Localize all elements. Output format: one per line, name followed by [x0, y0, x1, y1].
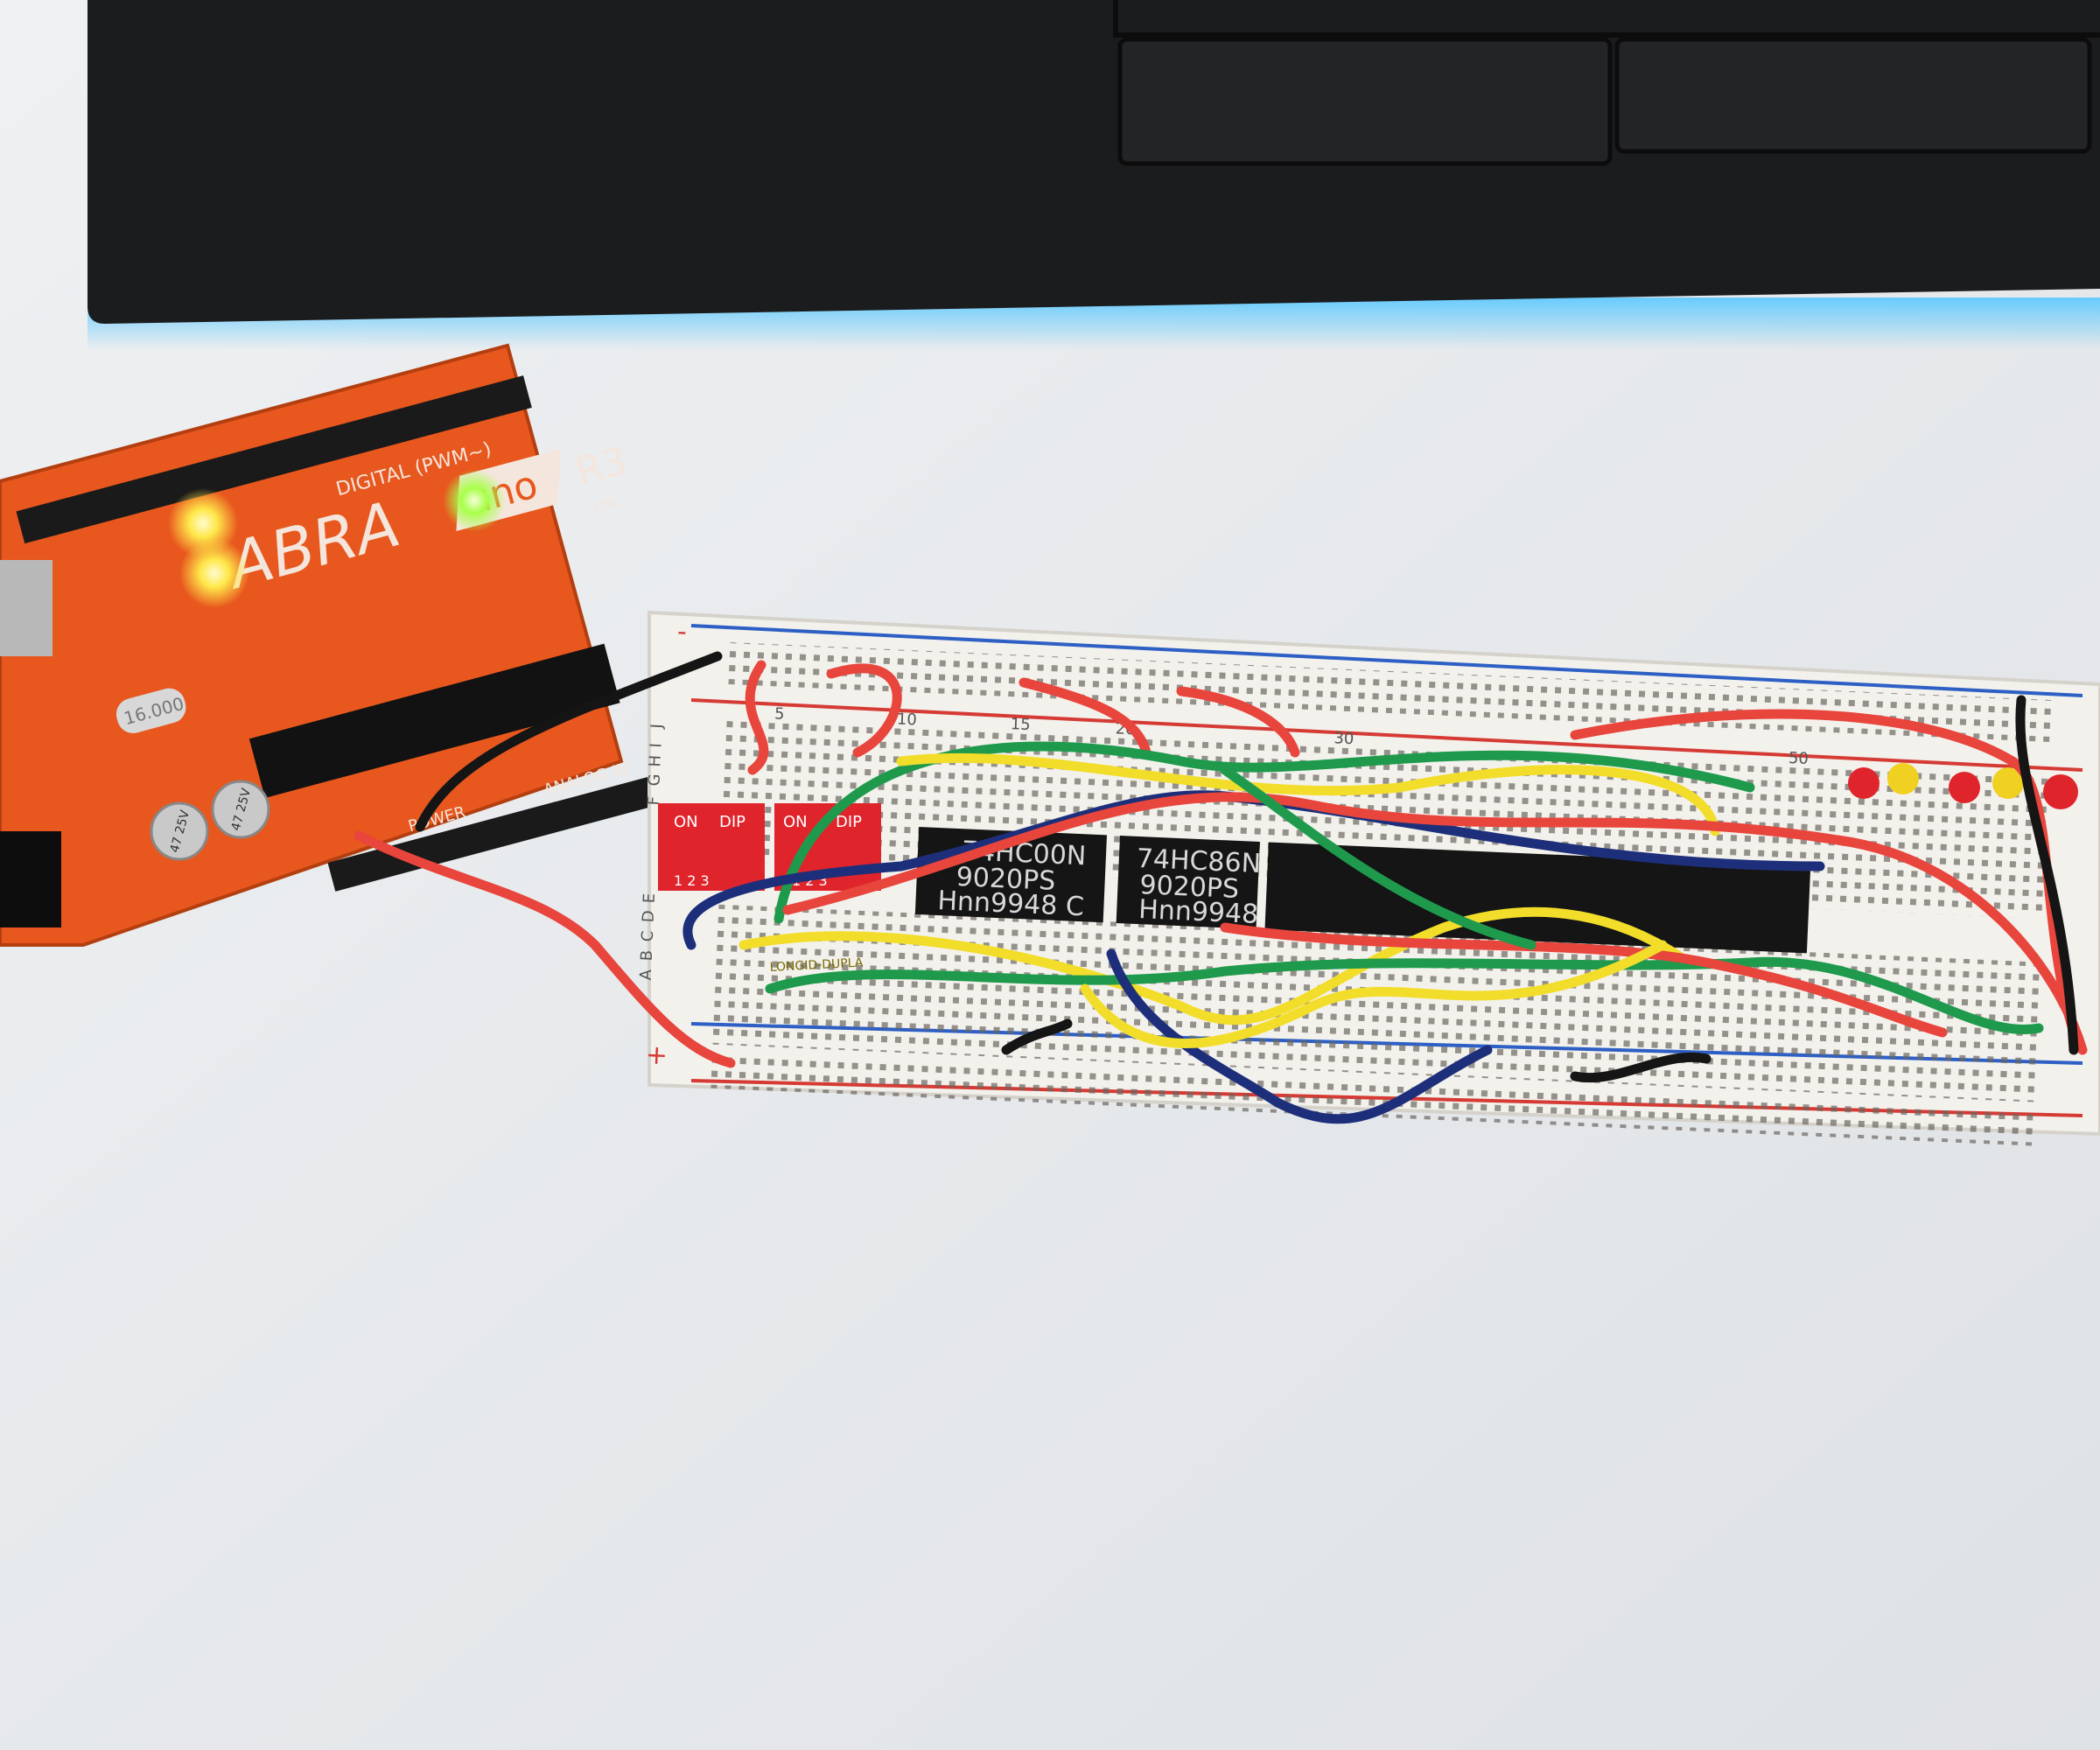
chip-large	[1264, 842, 1811, 954]
chip-lot-code: Hnn9948 C	[937, 886, 1085, 922]
row-label-j: J	[648, 724, 666, 730]
usb-port	[0, 560, 52, 656]
wire-black	[1570, 1053, 1712, 1082]
row-label-e: E	[640, 892, 659, 903]
row-label-g: G	[645, 774, 664, 787]
wire-red	[1018, 677, 1152, 758]
column-number: 15	[1010, 715, 1031, 734]
touchpad-right-button	[1614, 37, 2092, 154]
dip-positions: 1 2 3	[674, 872, 710, 889]
dip-on-label: ON	[674, 813, 698, 831]
wire-yellow	[738, 906, 1694, 1026]
row-label-h: H	[646, 754, 665, 766]
wire-green	[765, 956, 2044, 1034]
chip-lot-code: Hnn9948	[1138, 894, 1259, 930]
wires: LONGID-DUPLA	[354, 651, 2088, 1124]
atmega-chip	[248, 643, 620, 798]
wire-red	[1220, 922, 1948, 1038]
wire-black	[415, 651, 723, 832]
chip-date-code: 9020PS	[956, 862, 1056, 897]
led-red	[1949, 772, 1980, 803]
rail-minus-label: -	[676, 616, 687, 647]
wire-red	[782, 792, 2088, 1055]
row-label-i: I	[647, 743, 665, 748]
wire-yellow	[1080, 940, 1668, 1048]
row-label-c: C	[639, 930, 658, 942]
row-label-a: A	[637, 969, 656, 981]
column-number: 5	[774, 704, 785, 723]
wire-yellow	[896, 752, 1720, 836]
laptop	[88, 0, 2100, 350]
bottom-rail-holes	[705, 1053, 2036, 1146]
wire-red	[354, 830, 736, 1068]
row-label-d: D	[640, 910, 659, 923]
led-red	[1848, 767, 1880, 799]
dip-switch-1[interactable]: ON DIP 1 2 3	[658, 803, 765, 891]
barrel-jack	[0, 831, 61, 928]
breadboard: - + A B C D E F G H I J 5 10 15 20 30 50	[637, 610, 2100, 1146]
rail-line-red	[690, 698, 2083, 772]
wire-black	[1001, 1018, 1073, 1055]
capacitor	[150, 802, 209, 861]
crystal	[116, 688, 186, 733]
wire-red	[1176, 686, 1300, 758]
digital-header	[16, 375, 532, 544]
dip-on-label: ON	[783, 813, 808, 831]
capacitor	[211, 780, 270, 839]
led-yellow	[1887, 763, 1919, 794]
wire-black	[2015, 695, 2079, 1055]
wire-green	[774, 741, 1755, 924]
chip-74hc86: 74HC86N 9020PS Hnn9948	[1116, 836, 1262, 930]
wire-red	[826, 663, 902, 758]
rail-line-blue	[690, 624, 2083, 697]
led-red	[2043, 774, 2078, 809]
column-number: 10	[896, 710, 917, 729]
dip-label: DIP	[836, 813, 862, 831]
led-on-green	[443, 469, 506, 532]
wire-blue	[1106, 948, 1493, 1124]
wire-red	[1570, 709, 2079, 1038]
led-tx-yellow	[179, 538, 249, 608]
column-number: 50	[1788, 749, 1810, 768]
wire-print-text: LONGID-DUPLA	[769, 956, 864, 975]
rail-plus-label: +	[645, 1040, 668, 1071]
wire-green	[1220, 765, 1536, 950]
lower-terminal-holes	[707, 904, 2043, 1102]
column-number: 30	[1334, 729, 1354, 748]
dip-label: DIP	[719, 813, 746, 831]
wire-red	[745, 660, 769, 775]
led-yellow	[1992, 767, 2024, 799]
row-label-f: F	[644, 796, 662, 806]
chip-part-number: 74HC86N	[1136, 844, 1262, 879]
chip-date-code: 9020PS	[1139, 870, 1240, 905]
touchpad-left-button	[1117, 37, 1613, 166]
row-label-b: B	[638, 949, 657, 961]
